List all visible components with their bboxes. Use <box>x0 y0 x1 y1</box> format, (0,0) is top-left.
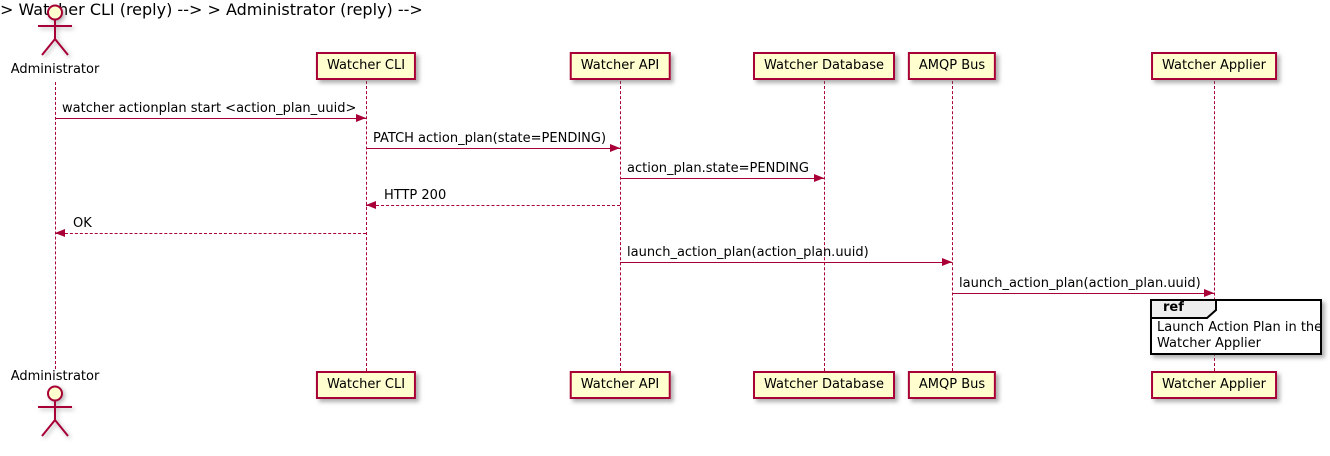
message-label: PATCH action_plan(state=PENDING) <box>373 131 607 146</box>
ref-keyword: ref <box>1163 300 1184 315</box>
message-line <box>620 262 952 263</box>
message-line <box>366 148 620 149</box>
lifeline-watcher-cli <box>366 81 367 371</box>
arrowhead-icon <box>55 229 65 237</box>
participant-amqp-bus-bottom: AMQP Bus <box>907 371 997 399</box>
actor-label-bottom: Administrator <box>10 369 100 384</box>
participant-watcher-api-top: Watcher API <box>569 52 671 80</box>
participant-watcher-applier-top: Watcher Applier <box>1151 52 1277 80</box>
message-label: launch_action_plan(action_plan.uuid) <box>959 276 1201 291</box>
message-line <box>55 118 366 119</box>
message-label: HTTP 200 <box>384 188 447 203</box>
arrowhead-icon <box>942 258 952 266</box>
arrowhead-icon <box>356 114 366 122</box>
ref-fragment: ref Launch Action Plan in the Watcher Ap… <box>1150 299 1322 355</box>
participant-watcher-api-bottom: Watcher API <box>569 371 671 399</box>
participant-watcher-applier-bottom: Watcher Applier <box>1151 371 1277 399</box>
participant-watcher-cli-bottom: Watcher CLI <box>315 371 417 399</box>
message-line <box>952 293 1214 294</box>
actor-icon <box>35 4 75 62</box>
message-label: watcher actionplan start <action_plan_uu… <box>62 101 357 116</box>
lifeline-watcher-database <box>824 81 825 371</box>
ref-text-line: Watcher Applier <box>1157 335 1261 351</box>
actor-label-top: Administrator <box>10 62 100 77</box>
message-line <box>55 233 366 234</box>
arrowhead-icon <box>1204 289 1214 297</box>
arrowhead-icon <box>366 201 376 209</box>
participant-amqp-bus-top: AMQP Bus <box>907 52 997 80</box>
participant-watcher-database-top: Watcher Database <box>753 52 895 80</box>
lifeline-watcher-api <box>620 81 621 371</box>
participant-watcher-cli-top: Watcher CLI <box>315 52 417 80</box>
participant-watcher-database-bottom: Watcher Database <box>753 371 895 399</box>
lifeline-watcher-applier <box>1214 81 1215 371</box>
arrowhead-icon <box>814 174 824 182</box>
message-label: action_plan.state=PENDING <box>627 161 809 176</box>
message-label: launch_action_plan(action_plan.uuid) <box>627 245 869 260</box>
message-label: OK <box>73 216 92 231</box>
message-line <box>620 178 824 179</box>
actor-icon <box>35 385 75 443</box>
message-line <box>366 205 620 206</box>
ref-body: Launch Action Plan in the Watcher Applie… <box>1157 320 1322 351</box>
ref-header: ref <box>1150 299 1218 319</box>
arrowhead-icon <box>610 144 620 152</box>
lifeline-administrator <box>55 82 56 369</box>
lifeline-amqp-bus <box>952 81 953 371</box>
ref-text-line: Launch Action Plan in the <box>1157 320 1323 335</box>
